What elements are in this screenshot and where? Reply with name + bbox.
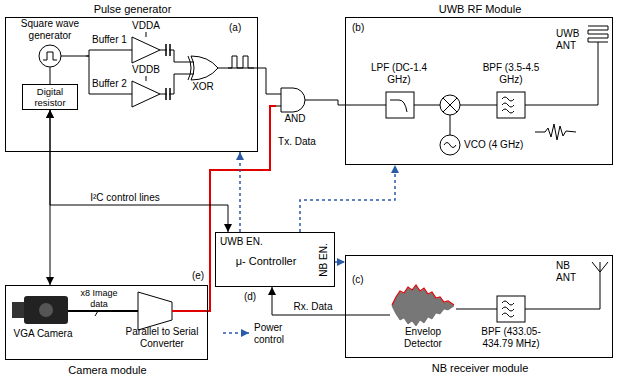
- camera-icon-drawing: [10, 290, 76, 356]
- antenna-symbol: NB ANT: [556, 258, 612, 300]
- signal-wire: [206, 106, 276, 311]
- module-box: Pulse generator(a)Square wave generatorD…: [5, 17, 258, 152]
- legend-text: Power control: [254, 322, 299, 346]
- node-label: NB receiver module: [346, 362, 614, 375]
- node-label: BPF (3.5-4.5 GHz): [470, 62, 552, 86]
- module-box: UWB RF Module(b)LPF (DC-1.4 GHz)BPF (3.5…: [345, 17, 613, 165]
- node-label: (a): [229, 22, 251, 34]
- legend-sample: [222, 327, 252, 339]
- node-label: (d): [240, 291, 260, 303]
- node-label: UWB ANT: [556, 28, 584, 52]
- node-label: (b): [352, 22, 374, 34]
- signal-wire: [314, 100, 362, 105]
- signal-label: I²C control lines: [80, 192, 170, 204]
- signal-wire: [552, 68, 598, 105]
- node-label: UWB RF Module: [346, 3, 614, 16]
- power-control-line: [300, 165, 395, 232]
- node-label: LPF (DC-1.4 GHz): [362, 62, 436, 86]
- node-label: Buffer 1: [92, 34, 132, 46]
- node-label: UWB EN.: [220, 236, 280, 248]
- buffer-symbol: Buffer 2: [92, 76, 162, 110]
- oscillator-symbol: Square wave generator: [14, 18, 86, 70]
- envelope-detector: Envelop Detector: [390, 282, 456, 352]
- controller-box: UWB EN.μ- ControllerNB EN.(d): [215, 232, 335, 287]
- node-label: Digital resistor: [23, 86, 77, 109]
- node-label: VGA Camera: [10, 328, 76, 340]
- signal-wire: [50, 110, 228, 232]
- node-label: Envelop Detector: [390, 326, 456, 350]
- power-control-line: [335, 261, 345, 263]
- converter-trapezoid: Parallel to Serial Converter: [118, 290, 206, 358]
- camera-icon: VGA Camera: [10, 290, 76, 356]
- signal-wire: [50, 70, 51, 84]
- signal-wire: [86, 56, 92, 94]
- signal-label: VDDA: [131, 20, 161, 32]
- antenna-symbol: UWB ANT: [556, 22, 610, 68]
- signal-wire: [220, 68, 276, 94]
- signal-label: VDDB: [131, 64, 161, 76]
- node-label: Parallel to Serial Converter: [118, 326, 206, 350]
- xor-gate: XOR: [186, 52, 220, 94]
- signal-label: x8 Image data: [80, 288, 118, 310]
- node-label: Pulse generator: [6, 3, 259, 16]
- and-gate: AND: [276, 84, 314, 126]
- filter-box: BPF (433.05- 434.79 MHz): [470, 290, 552, 354]
- node-label: Buffer 2: [92, 78, 132, 90]
- node-label: VCO (4 GHz): [464, 139, 538, 151]
- filter-box: BPF (3.5-4.5 GHz): [470, 62, 552, 128]
- node-label: XOR: [186, 81, 220, 93]
- node-label: Camera module: [6, 364, 209, 377]
- buffer-symbol: Buffer 1: [92, 32, 162, 66]
- signal-wire: [456, 309, 470, 310]
- node-label: μ- Controller: [216, 255, 316, 268]
- filter-box: LPF (DC-1.4 GHz): [362, 62, 436, 128]
- node-label: AND: [276, 113, 314, 125]
- signal-label: Rx. Data: [288, 301, 338, 313]
- process-box: Digital resistor: [22, 84, 78, 110]
- node-label: BPF (433.05- 434.79 MHz): [470, 326, 552, 350]
- oscillator-symbol: VCO (4 GHz): [438, 133, 538, 157]
- signal-wire: [272, 287, 390, 315]
- signal-wire: [86, 50, 92, 56]
- node-label: (c): [352, 274, 374, 286]
- power-control-line: [239, 152, 241, 232]
- node-label: NB EN.: [318, 235, 330, 285]
- signal-label: Tx. Data: [274, 136, 320, 148]
- node-label: (e): [188, 270, 208, 282]
- node-label: Square wave generator: [14, 18, 86, 42]
- signal-wire: [552, 300, 600, 309]
- node-label: NB ANT: [556, 260, 590, 284]
- signal-wire: [50, 110, 51, 285]
- module-box: NB receiver module(c)Envelop DetectorBPF…: [345, 255, 613, 358]
